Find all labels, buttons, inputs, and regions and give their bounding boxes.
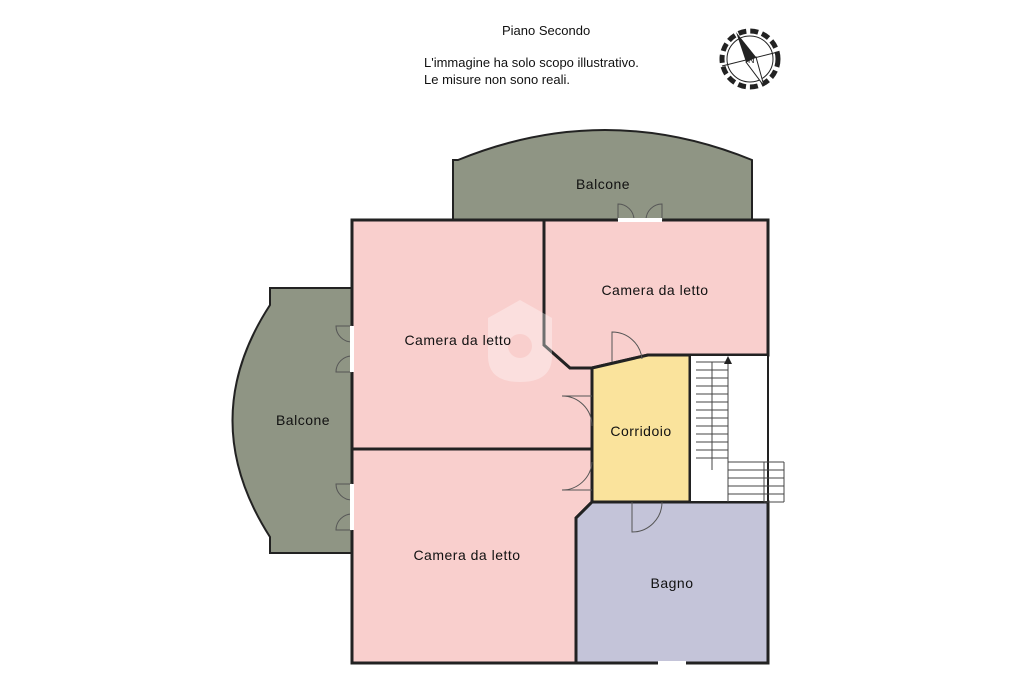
balcony-top [452,129,753,221]
label-camera-top-left: Camera da letto [404,332,511,348]
floor-title: Piano Secondo [502,23,591,38]
label-camera-top-right: Camera da letto [601,282,708,298]
door-swings [335,203,663,533]
label-bagno: Bagno [651,575,694,591]
label-corridoio: Corridoio [610,423,671,439]
compass-icon: N [719,28,781,90]
disclaimer-line-1: L'immagine ha solo scopo illustrativo. [424,55,639,70]
brand-watermark-icon [488,300,552,382]
door-openings [350,218,686,665]
balcony-left [231,287,353,554]
label-balcone-left: Balcone [276,412,330,428]
label-camera-bottom: Camera da letto [413,547,520,563]
staircase [689,354,785,503]
disclaimer-line-2: Le misure non sono reali. [424,72,570,87]
svg-text:N: N [748,55,755,65]
label-balcone-top: Balcone [576,176,630,192]
